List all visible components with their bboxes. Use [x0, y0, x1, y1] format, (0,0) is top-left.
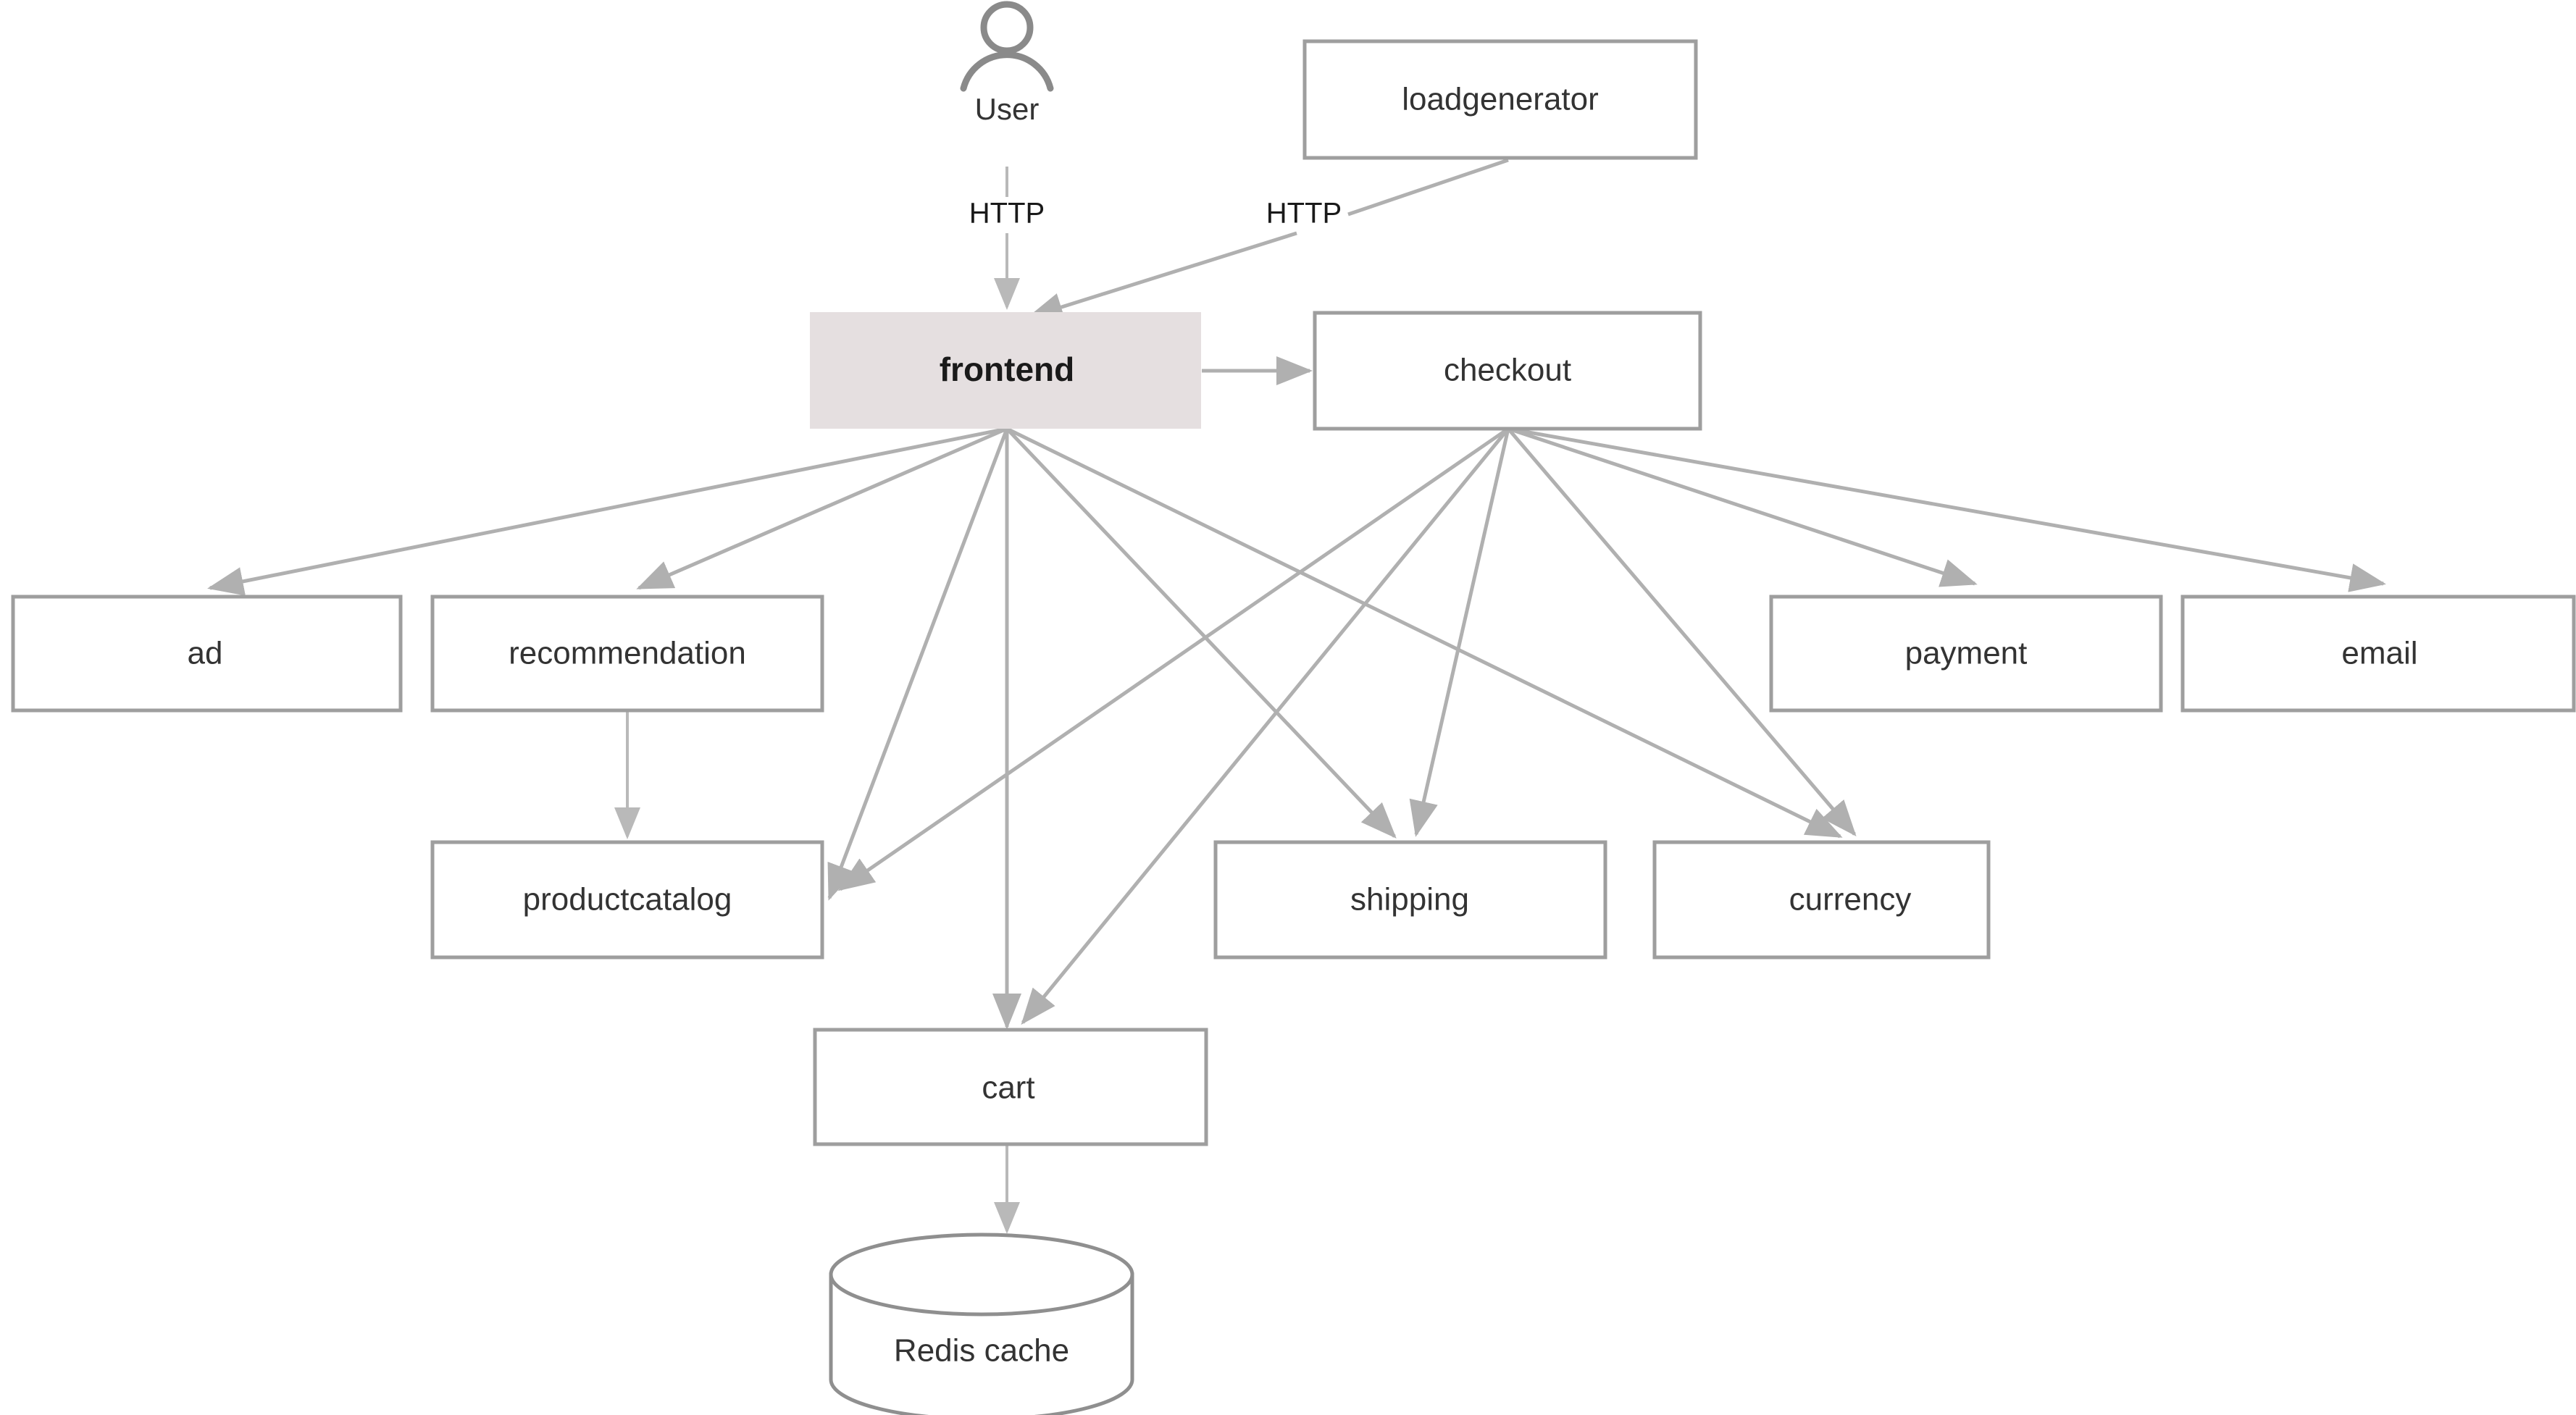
node-frontend-box[interactable]: [810, 312, 1201, 429]
node-productcatalog-label: productcatalog: [523, 882, 732, 918]
node-recommendation-box[interactable]: [430, 595, 824, 713]
node-ad-label: ad: [188, 636, 223, 671]
node-ad-box[interactable]: [11, 595, 403, 713]
node-currency-box[interactable]: [1652, 840, 1991, 960]
user-actor: User: [960, 1, 1054, 126]
node-payment-label: payment: [1905, 636, 2028, 671]
node-loadgenerator-label: loadgenerator: [1402, 82, 1599, 117]
person-icon-body: [960, 51, 1054, 92]
node-currency-label: currency: [1789, 882, 1912, 918]
edge-checkout-currency: [1507, 427, 1857, 837]
node-redis-top: [829, 1233, 1134, 1317]
edge-label-loadgenerator-http: HTTP: [1266, 198, 1342, 230]
user-actor-label: User: [975, 92, 1040, 126]
node-ad[interactable]: ad: [11, 595, 403, 713]
node-shipping-box[interactable]: [1213, 840, 1607, 960]
node-cart[interactable]: cart: [813, 1028, 1208, 1146]
edge-checkout-cart: [1021, 427, 1510, 1025]
edge-frontend-productcatalog: [827, 428, 1009, 901]
node-checkout-box[interactable]: [1313, 311, 1702, 431]
node-checkout-label: checkout: [1444, 353, 1571, 388]
node-recommendation-label: recommendation: [509, 636, 746, 671]
edge-frontend-ad: [207, 427, 1008, 596]
node-shipping[interactable]: shipping: [1213, 840, 1607, 960]
node-cart-box[interactable]: [813, 1028, 1208, 1146]
node-cart-label: cart: [982, 1070, 1034, 1106]
edge-checkout-productcatalog: [837, 427, 1510, 891]
node-productcatalog-box[interactable]: [430, 840, 824, 960]
node-redis[interactable]: Redis cache: [829, 1233, 1134, 1415]
edge-loadgenerator-frontend-lower: [1026, 231, 1297, 322]
edge-checkout-shipping: [1409, 428, 1510, 837]
node-productcatalog[interactable]: productcatalog: [430, 840, 824, 960]
node-redis-label: Redis cache: [894, 1333, 1069, 1369]
edge-checkout-payment: [1507, 427, 1978, 587]
node-email-label: email: [2341, 636, 2417, 671]
person-icon-head: [980, 1, 1034, 54]
edge-frontend-shipping: [1005, 427, 1397, 839]
edge-frontend-recommendation: [636, 427, 1008, 590]
node-payment-box[interactable]: [1769, 595, 2163, 713]
edge-checkout-email: [1507, 427, 2386, 592]
node-checkout[interactable]: checkout: [1313, 311, 1702, 431]
node-frontend[interactable]: frontend: [810, 312, 1201, 429]
node-email-box[interactable]: [2180, 595, 2576, 713]
node-loadgenerator[interactable]: loadgenerator: [1302, 39, 1698, 160]
node-payment[interactable]: payment: [1769, 595, 2163, 713]
node-email[interactable]: email: [2180, 595, 2576, 713]
node-shipping-label: shipping: [1350, 882, 1469, 918]
node-currency[interactable]: currency: [1652, 840, 1991, 960]
node-recommendation[interactable]: recommendation: [430, 595, 824, 713]
edge-loadgenerator-frontend-upper: [1347, 158, 1509, 217]
edge-layer: [207, 158, 2386, 1234]
node-frontend-label: frontend: [940, 350, 1075, 388]
edge-frontend-currency: [1005, 427, 1843, 839]
edge-label-user-http: HTTP: [969, 198, 1045, 230]
node-loadgenerator-box[interactable]: [1302, 39, 1698, 160]
